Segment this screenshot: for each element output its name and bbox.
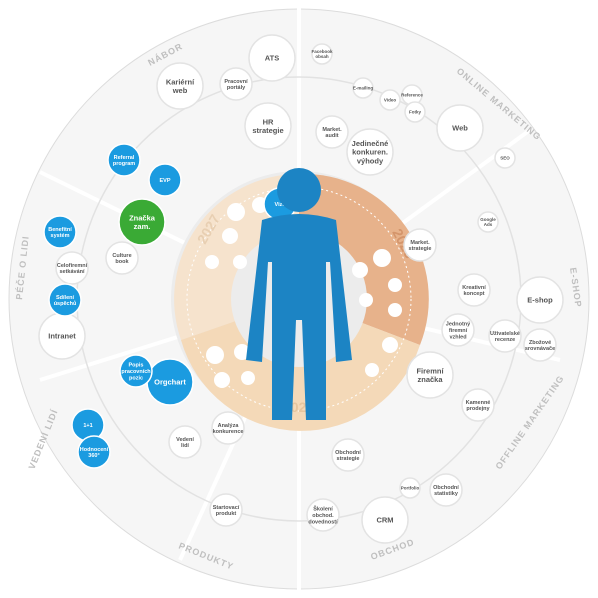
bubble-circle[interactable] [55, 251, 89, 285]
bubble-circle[interactable] [346, 128, 394, 176]
bubble-label: E-mailing [353, 86, 374, 91]
bubble-circle[interactable] [148, 163, 182, 197]
bubble-label: E-shop [527, 296, 553, 305]
bubble-circle[interactable] [244, 102, 292, 150]
bubble-label: Video [384, 98, 396, 103]
bubble-label: Reference [401, 93, 423, 98]
bubble-circle[interactable] [516, 276, 564, 324]
bubble-circle[interactable] [523, 328, 557, 362]
bubble-circle[interactable] [403, 228, 437, 262]
bubble-label: Orgchart [154, 378, 186, 387]
bubble-circle[interactable] [119, 354, 153, 388]
bubble-label: Vize [275, 202, 286, 208]
bubble-circle[interactable] [107, 143, 141, 177]
bubble-label: Fotky [409, 110, 421, 115]
bubble-circle[interactable] [352, 77, 374, 99]
bubble-circle[interactable] [436, 104, 484, 152]
bubble-label: 1+1 [83, 423, 92, 429]
bubble-circle[interactable] [477, 211, 499, 233]
bubble-circle[interactable] [156, 62, 204, 110]
bubble-circle[interactable] [494, 147, 516, 169]
bubble-circle[interactable] [48, 283, 82, 317]
bubble-circle[interactable] [361, 496, 409, 544]
bubble-circle[interactable] [77, 435, 111, 469]
bubble-circle[interactable] [105, 241, 139, 275]
bubble-circle[interactable] [461, 388, 495, 422]
bubble-circle[interactable] [404, 101, 426, 123]
bubble-label: Intranet [48, 332, 76, 341]
bubble-circle[interactable] [248, 34, 296, 82]
bubble-label: Market.audit [322, 127, 342, 139]
bubble-label: CRM [376, 516, 393, 525]
bubble-label: ATS [265, 54, 279, 63]
bubble-circle[interactable] [457, 273, 491, 307]
bubble-label: SEO [500, 156, 510, 161]
bubble-circle[interactable] [379, 89, 401, 111]
person-silhouette [246, 168, 352, 420]
bubble-label: Market.strategie [409, 240, 432, 252]
core-dashed [186, 186, 412, 412]
bubble-circle[interactable] [219, 67, 253, 101]
bubble-circle[interactable] [211, 411, 245, 445]
bubble-circle[interactable] [399, 477, 421, 499]
bubble-circle[interactable] [118, 198, 166, 246]
bubble-circle[interactable] [209, 493, 243, 527]
bubble-circle[interactable] [168, 425, 202, 459]
bubble-circle[interactable] [315, 115, 349, 149]
bubble-circle[interactable] [331, 438, 365, 472]
bubble-circle[interactable] [429, 473, 463, 507]
bubble-circle[interactable] [306, 498, 340, 532]
bubble-circle[interactable] [311, 43, 333, 65]
bubble-circle[interactable] [488, 319, 522, 353]
bubble-label: EVP [159, 178, 170, 184]
bubble-label: Portfolio [401, 486, 420, 491]
bubble-circle[interactable] [441, 313, 475, 347]
bubble-circle[interactable] [406, 351, 454, 399]
bubble-label: Web [452, 124, 468, 133]
bubble-circle[interactable] [43, 215, 77, 249]
